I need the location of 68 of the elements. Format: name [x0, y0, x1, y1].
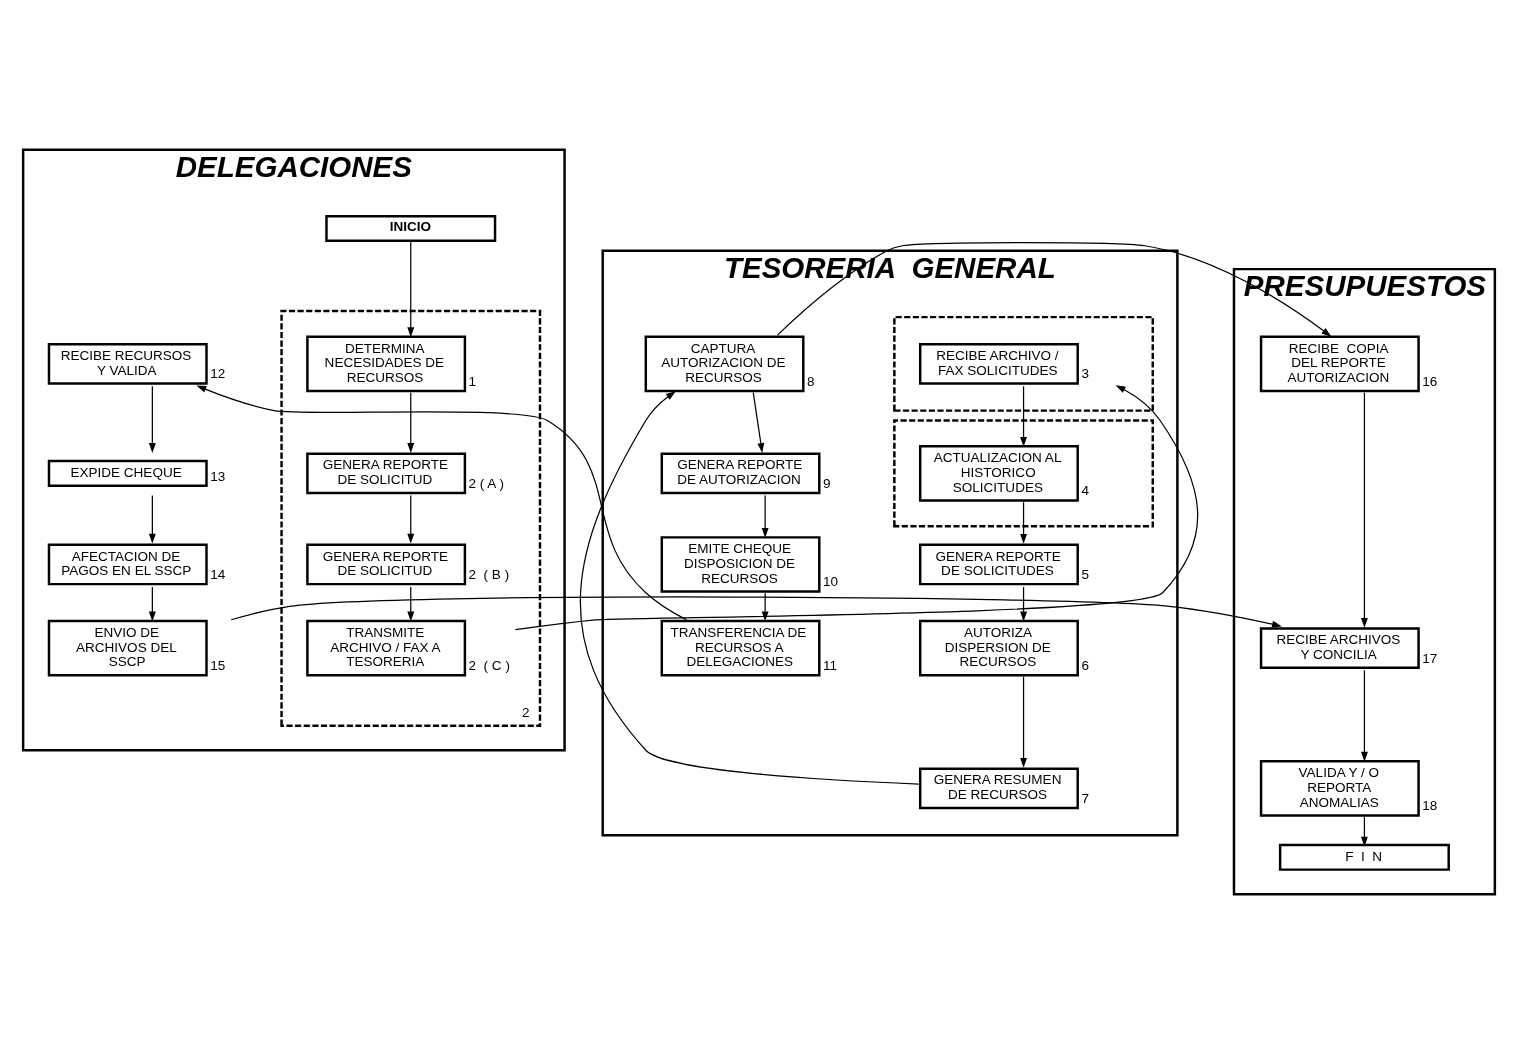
node-box: GENERA RESUMEN DE RECURSOS: [918, 767, 1079, 810]
node-label: 9: [822, 475, 831, 491]
node-box: RECIBE ARCHIVOS Y CONCILIA: [1259, 627, 1420, 670]
node-label: 12: [210, 366, 226, 382]
arrow: [580, 391, 920, 785]
node-box: CAPTURA AUTORIZACION DE RECURSOS: [644, 335, 805, 393]
node-label: 7: [1081, 790, 1089, 806]
node-box: TRANSFERENCIA DE RECURSOS A DELEGACIONES: [660, 619, 821, 677]
arrow: [761, 495, 769, 538]
arrow: [1020, 586, 1027, 622]
node-label: 13: [210, 468, 226, 484]
arrow: [1020, 385, 1027, 447]
cluster: [893, 419, 1154, 528]
node-box: INICIO: [325, 215, 497, 243]
node-box: RECIBE ARCHIVO / FAX SOLICITUDES: [918, 342, 1079, 385]
arrow: [1020, 501, 1027, 544]
node-label: 2 ( C ): [468, 658, 510, 674]
node-box: EXPIDE CHEQUE: [47, 459, 208, 487]
node-box: AFECTACION DE PAGOS EN EL SSCP: [47, 543, 208, 586]
cluster: [280, 309, 542, 727]
node-label: 5: [1081, 566, 1089, 582]
node-label: 2 ( B ): [468, 566, 510, 582]
arrow: [148, 586, 156, 622]
node-box: RECIBE RECURSOS Y VALIDA: [47, 342, 208, 385]
node-box: TRANSMITE ARCHIVO / FAX A TESORERIA: [306, 619, 467, 677]
node-label: 8: [806, 373, 815, 389]
arrow: [148, 495, 156, 544]
arrow: [148, 385, 156, 453]
arrow: [407, 495, 415, 544]
node-label: 2 ( A ): [468, 475, 504, 491]
node-box: F I N: [1278, 843, 1450, 871]
node-box: EMITE CHEQUE DISPOSICION DE RECURSOS: [660, 536, 821, 593]
node-label: 14: [210, 566, 226, 582]
arrow: [1360, 816, 1368, 847]
node-label: 17: [1422, 650, 1438, 666]
node-box: GENERA REPORTE DE AUTORIZACION: [660, 452, 821, 495]
arrow: [407, 392, 415, 453]
node-label: 18: [1422, 798, 1438, 814]
node-label: 10: [822, 574, 839, 590]
node-box: DETERMINA NECESIDADES DE RECURSOS: [306, 335, 467, 393]
node-label: 11: [822, 658, 838, 674]
node-box: AUTORIZA DISPERSION DE RECURSOS: [918, 619, 1079, 677]
arrow: [761, 592, 769, 622]
arrow: [776, 242, 1332, 337]
arrow: [196, 385, 687, 621]
node-label: 4: [1081, 483, 1089, 499]
node-label: 6: [1081, 658, 1089, 674]
node-label: 16: [1422, 373, 1438, 389]
arrow: [407, 240, 415, 338]
node-label: 15: [210, 658, 226, 674]
cluster: [893, 315, 1154, 412]
node-box: GENERA REPORTE DE SOLICITUD: [306, 543, 467, 586]
arrow: [1360, 669, 1368, 762]
arrow: [752, 392, 765, 453]
node-box: GENERA REPORTE DE SOLICITUD: [306, 452, 467, 495]
node-box: GENERA REPORTE DE SOLICITUDES: [918, 543, 1079, 586]
node-label: 3: [1081, 366, 1089, 382]
arrow: [1360, 392, 1368, 628]
node-box: ENVIO DE ARCHIVOS DEL SSCP: [47, 619, 208, 677]
arrow: [407, 586, 415, 622]
node-label: 2: [522, 704, 530, 720]
arrow: [1020, 675, 1027, 768]
arrow: [230, 596, 1282, 628]
node-box: VALIDA Y / O REPORTA ANOMALIAS: [1259, 760, 1420, 817]
node-box: ACTUALIZACION AL HISTORICO SOLICITUDES: [918, 445, 1079, 502]
arrow: [514, 385, 1199, 631]
node-label: 1: [468, 373, 477, 389]
node-box: RECIBE COPIA DEL REPORTE AUTORIZACION: [1259, 335, 1420, 393]
